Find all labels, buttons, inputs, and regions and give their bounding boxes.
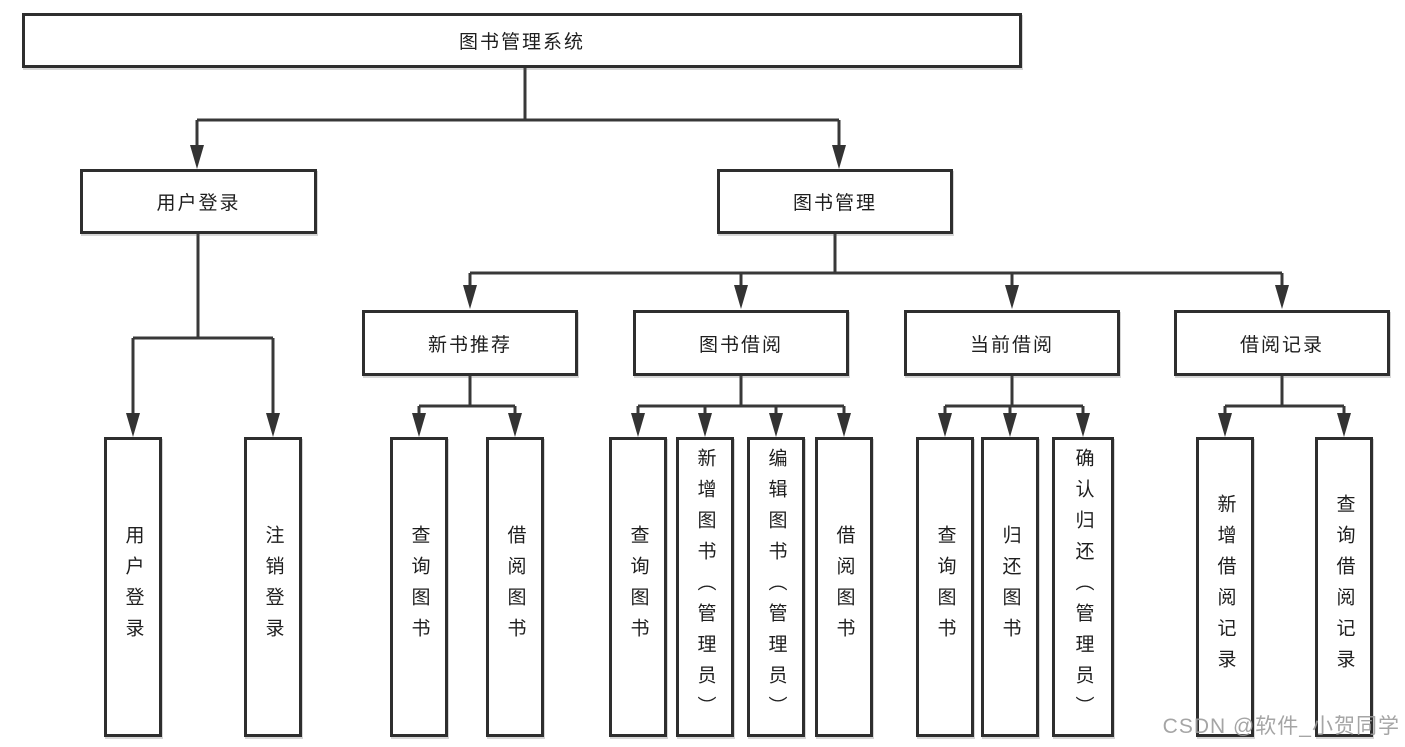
watermark: CSDN @软件_小贺同学 bbox=[1162, 715, 1400, 738]
leaf-borrowing-borrow-books: 借阅图书 bbox=[815, 437, 873, 737]
node-root-label: 图书管理系统 bbox=[458, 32, 585, 53]
node-book-management: 图书管理 bbox=[717, 169, 953, 234]
leaf-recommend-query-books: 查询图书 bbox=[390, 437, 448, 737]
leaf-borrowing-query-books-label: 查询图书 bbox=[627, 525, 649, 649]
leaf-user-login: 用户登录 bbox=[104, 437, 162, 737]
leaf-recommend-borrow-books: 借阅图书 bbox=[486, 437, 544, 737]
leaf-current-query-books-label: 查询图书 bbox=[934, 525, 956, 649]
leaf-current-confirm-return-label: 确认归还（管理员） bbox=[1072, 447, 1094, 727]
leaf-logout: 注销登录 bbox=[244, 437, 302, 737]
leaf-records-query-record: 查询借阅记录 bbox=[1315, 437, 1373, 737]
leaf-borrowing-query-books: 查询图书 bbox=[609, 437, 667, 737]
leaf-borrowing-edit-books: 编辑图书（管理员） bbox=[747, 437, 805, 737]
leaf-current-return-books-label: 归还图书 bbox=[999, 525, 1021, 649]
node-new-book-recommend-label: 新书推荐 bbox=[427, 334, 512, 356]
node-book-borrowing: 图书借阅 bbox=[633, 310, 849, 376]
leaf-recommend-borrow-books-label: 借阅图书 bbox=[504, 525, 526, 649]
node-borrowing-records-label: 借阅记录 bbox=[1239, 334, 1324, 356]
leaf-current-query-books: 查询图书 bbox=[916, 437, 974, 737]
leaf-user-login-label: 用户登录 bbox=[122, 525, 144, 649]
node-current-borrowing: 当前借阅 bbox=[904, 310, 1120, 376]
leaf-current-return-books: 归还图书 bbox=[981, 437, 1039, 737]
node-user-login: 用户登录 bbox=[80, 169, 317, 234]
leaf-borrowing-borrow-books-label: 借阅图书 bbox=[833, 525, 855, 649]
node-user-login-label: 用户登录 bbox=[156, 193, 241, 214]
leaf-logout-label: 注销登录 bbox=[262, 525, 284, 649]
leaf-current-confirm-return: 确认归还（管理员） bbox=[1052, 437, 1114, 737]
node-book-borrowing-label: 图书借阅 bbox=[698, 334, 783, 356]
node-current-borrowing-label: 当前借阅 bbox=[969, 334, 1054, 356]
leaf-records-query-record-label: 查询借阅记录 bbox=[1333, 494, 1355, 680]
leaf-records-add-record: 新增借阅记录 bbox=[1196, 437, 1254, 737]
leaf-borrowing-edit-books-label: 编辑图书（管理员） bbox=[765, 447, 787, 727]
leaf-borrowing-add-books: 新增图书（管理员） bbox=[676, 437, 734, 737]
leaf-records-add-record-label: 新增借阅记录 bbox=[1214, 494, 1236, 680]
node-new-book-recommend: 新书推荐 bbox=[362, 310, 578, 376]
leaf-recommend-query-books-label: 查询图书 bbox=[408, 525, 430, 649]
node-borrowing-records: 借阅记录 bbox=[1174, 310, 1390, 376]
node-root: 图书管理系统 bbox=[22, 13, 1022, 68]
leaf-borrowing-add-books-label: 新增图书（管理员） bbox=[694, 447, 716, 727]
arrowheads bbox=[126, 145, 1351, 437]
node-book-management-label: 图书管理 bbox=[792, 193, 877, 214]
